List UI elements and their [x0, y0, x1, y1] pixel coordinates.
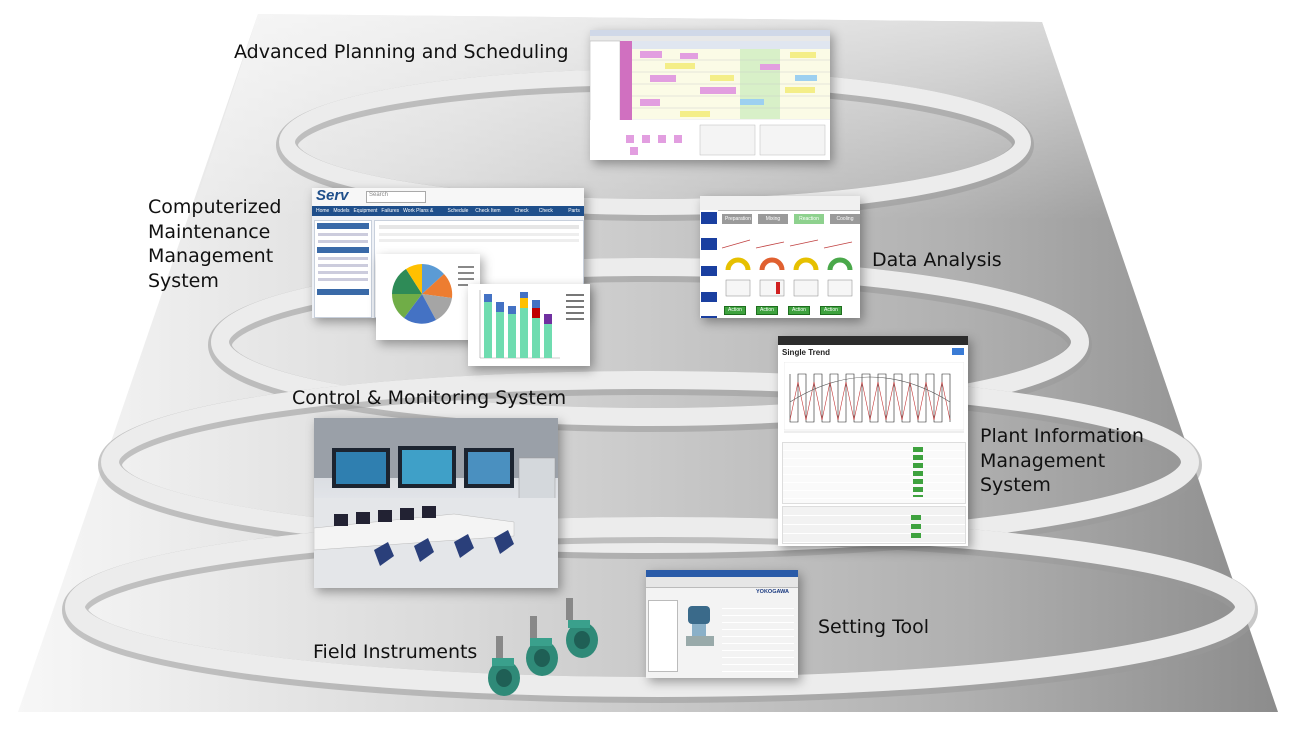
trend-table	[782, 442, 966, 504]
setting-tool-tree[interactable]	[648, 600, 678, 672]
control-room-illustration	[314, 418, 558, 588]
process-step: Reaction	[794, 214, 824, 224]
label-control-monitoring: Control & Monitoring System	[292, 387, 567, 409]
trend-export-button[interactable]	[952, 348, 964, 355]
trend-title: Single Trend	[782, 348, 831, 357]
action-button[interactable]: Action	[756, 306, 778, 315]
label-setting-tool: Setting Tool	[818, 616, 929, 638]
eserv-pie-card	[376, 254, 480, 340]
single-trend-screenshot: Single Trend	[778, 336, 968, 546]
process-step: Preparation	[722, 214, 752, 224]
process-steps: Preparation Mixing Reaction Cooling	[722, 214, 860, 224]
instrument-1	[488, 636, 520, 696]
eserv-nav-item[interactable]: Schedule List	[447, 208, 469, 214]
eserv-sidebar	[314, 220, 372, 318]
eserv-search-input[interactable]: Search	[366, 191, 426, 203]
label-cmms-line4: System	[148, 270, 219, 293]
eserv-nav-item[interactable]: Models	[333, 208, 350, 214]
eserv-nav-item[interactable]: Work Plans & Histories	[403, 208, 434, 214]
eserv-nav-item[interactable]: Failures	[381, 208, 400, 214]
control-room-photo	[314, 418, 558, 588]
transmitter-image	[686, 606, 714, 646]
label-data-analysis: Data Analysis	[872, 249, 1002, 271]
eserv-nav-item[interactable]: Check Item Masters	[475, 208, 501, 214]
trend-chart	[784, 362, 964, 433]
label-cmms: Computerized Maintenance Management Syst…	[148, 195, 281, 294]
aps-screenshot	[590, 30, 830, 160]
action-button[interactable]: Action	[788, 306, 810, 315]
label-cmms-line2: Maintenance	[148, 220, 271, 243]
setting-tool-parameters	[722, 602, 794, 672]
instrument-3	[566, 598, 598, 658]
setting-tool-screenshot: YOKOGAWA	[646, 570, 798, 678]
eserv-bar-card	[468, 284, 590, 366]
label-cmms-line1: Computerized	[148, 196, 282, 218]
eserv-header: Serv Search	[312, 188, 584, 207]
label-advanced-planning: Advanced Planning and Scheduling	[234, 41, 569, 63]
process-step: Mixing	[758, 214, 788, 224]
process-step: Cooling	[830, 214, 860, 224]
eserv-nav-item[interactable]: Check Results	[538, 208, 553, 214]
label-pims-line1: Plant Information	[980, 425, 1144, 447]
label-pims-line3: System	[980, 474, 1051, 497]
pie-chart	[392, 264, 474, 324]
action-buttons: Action Action Action Action	[724, 306, 842, 315]
label-field-instruments: Field Instruments	[313, 641, 478, 663]
stacked-bar-chart	[479, 290, 584, 359]
instrument-2	[526, 616, 558, 676]
trend-details-table	[782, 506, 966, 544]
field-instruments-image	[488, 598, 598, 696]
action-button[interactable]: Action	[724, 306, 746, 315]
label-cmms-line3: Management	[148, 245, 274, 268]
process-indicators	[722, 239, 853, 297]
eserv-nav-item[interactable]: Check Sets	[514, 208, 529, 214]
eserv-logo: Serv	[316, 188, 349, 204]
eserv-nav-item[interactable]: Parts Ma	[568, 208, 580, 214]
gantt-chart	[590, 30, 830, 160]
eserv-nav-item[interactable]: Home	[316, 208, 330, 214]
eserv-nav-item[interactable]: Equipment	[353, 208, 378, 214]
action-button[interactable]: Action	[820, 306, 842, 315]
label-pims-line2: Management	[980, 449, 1106, 472]
setting-tool-brand: YOKOGAWA	[756, 589, 790, 595]
label-pims: Plant Information Management System	[980, 424, 1144, 498]
